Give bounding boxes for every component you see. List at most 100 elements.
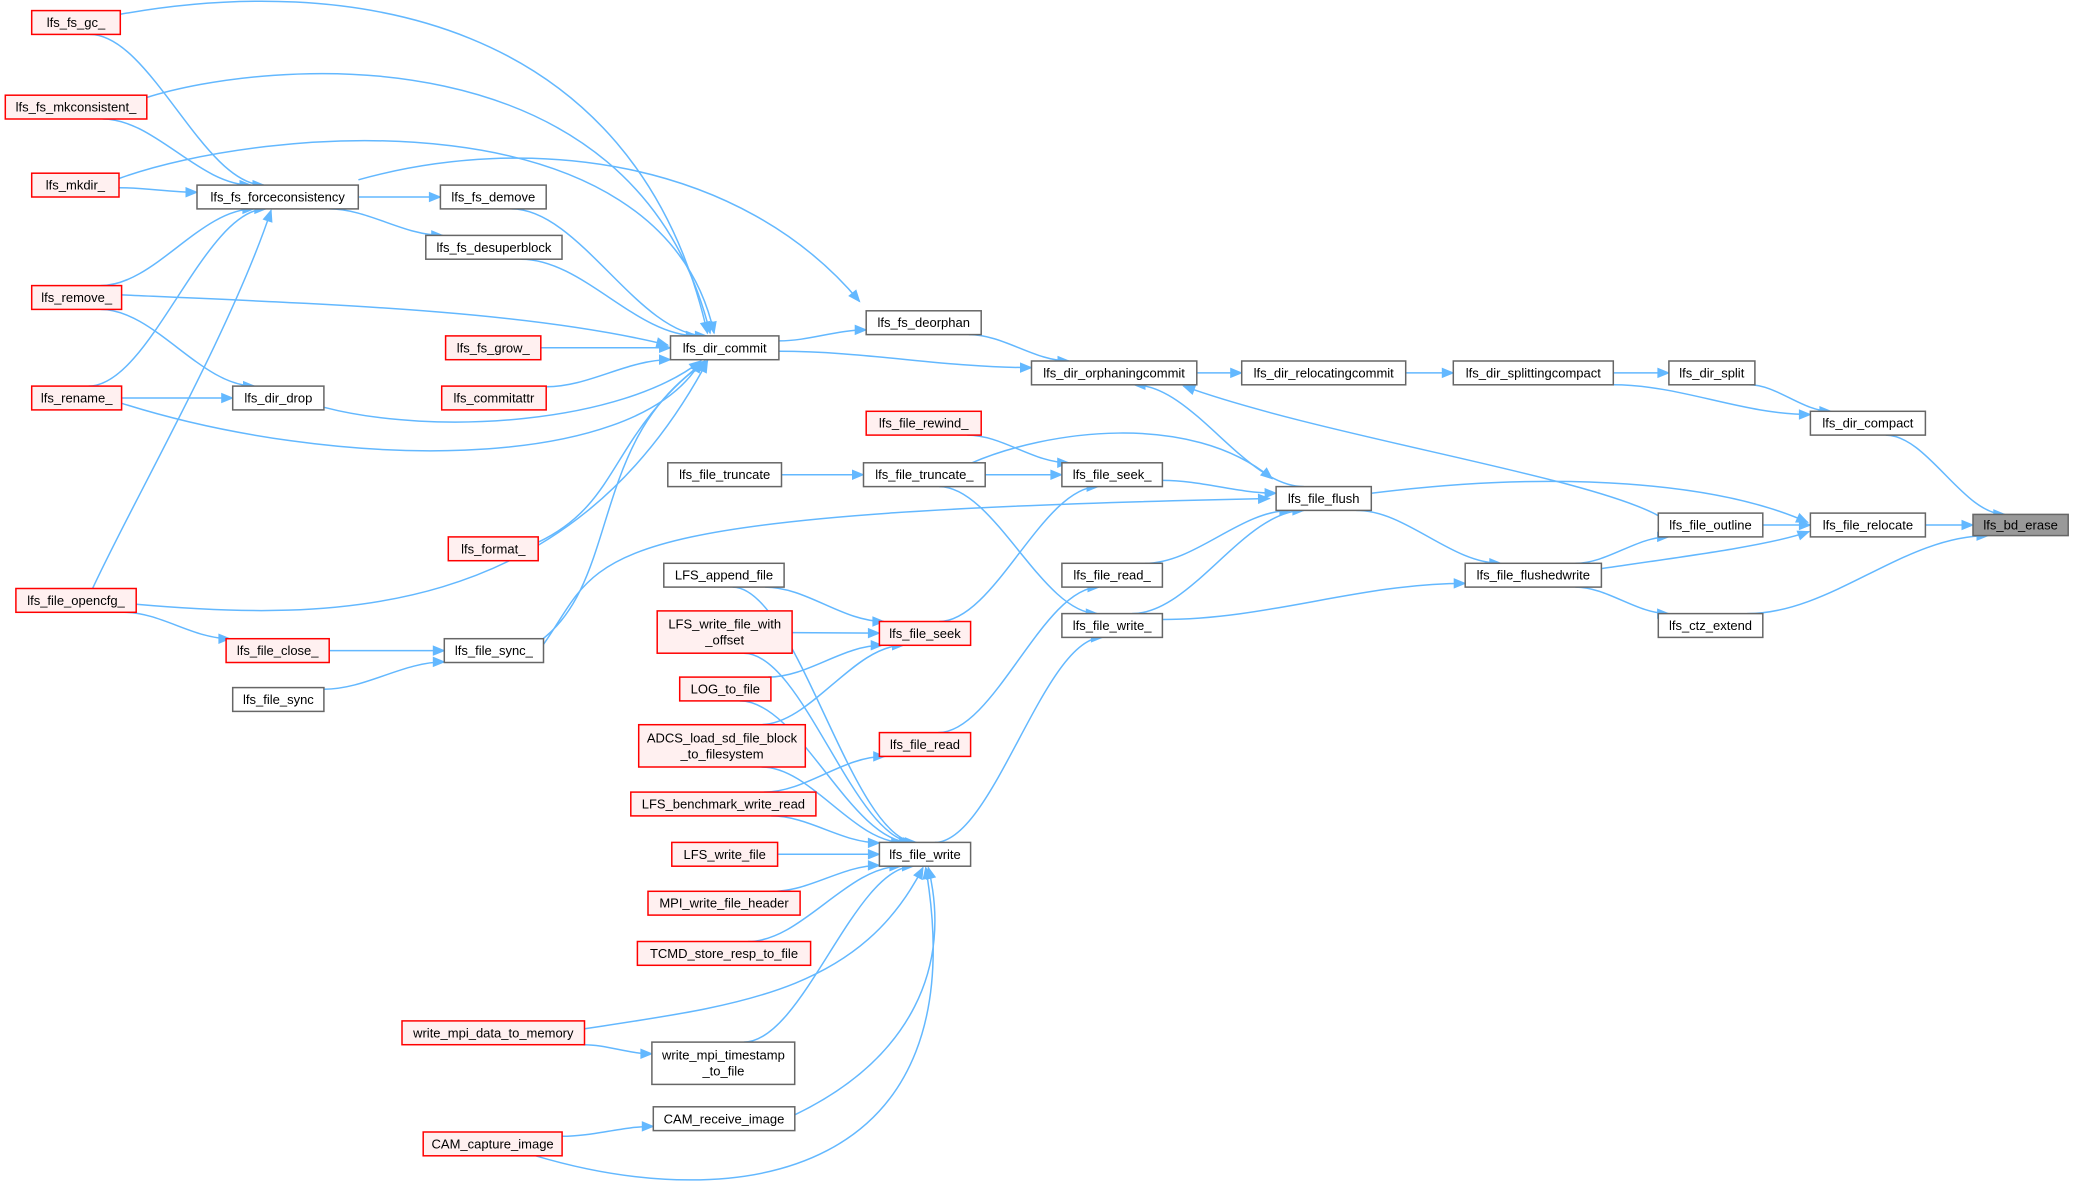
edge-lfs_dir_relocatingcommit-to-lfs_dir_splittingcompact [1405,367,1455,379]
node-lfs_file_truncate[interactable]: lfs_file_truncate [667,462,783,488]
node-lfs_file_truncate_[interactable]: lfs_file_truncate_ [862,462,986,488]
node-label: write_mpi_timestamp_to_file [661,1048,785,1079]
node-lfs_fs_grow_[interactable]: lfs_fs_grow_ [444,335,542,361]
node-TCMD_store_resp_to_file[interactable]: TCMD_store_resp_to_file [636,940,812,967]
node-lfs_fs_forceconsistency[interactable]: lfs_fs_forceconsistency [196,184,360,210]
edge-arrowhead [852,469,865,480]
node-label: LFS_append_file [675,568,773,583]
node-lfs_file_flush[interactable]: lfs_file_flush [1275,485,1373,512]
node-lfs_fs_demove[interactable]: lfs_fs_demove [439,184,547,210]
edge-lfs_dir_compact-to-lfs_bd_erase [1885,434,2007,520]
node-lfs_fs_deorphan[interactable]: lfs_fs_deorphan [865,310,982,336]
node-lfs_file_outline[interactable]: lfs_file_outline [1657,512,1764,538]
node-box [15,587,137,614]
node-label-line: lfs_fs_gc_ [47,15,106,30]
node-LOG_to_file[interactable]: LOG_to_file [678,676,772,702]
node-label: write_mpi_data_to_memory [412,1025,574,1040]
node-LFS_append_file[interactable]: LFS_append_file [663,562,785,588]
node-lfs_file_read[interactable]: lfs_file_read [878,731,972,758]
node-lfs_file_close_[interactable]: lfs_file_close_ [225,637,330,664]
node-lfs_file_sync_[interactable]: lfs_file_sync_ [443,637,545,664]
edge-arrowhead [1020,362,1033,373]
node-box [4,94,148,120]
edge-write_mpi_data_to_memory-to-lfs_file_write [584,866,924,1030]
edge-arrowhead [428,191,442,203]
edge-line [535,867,934,1181]
node-lfs_file_seek_[interactable]: lfs_file_seek_ [1061,462,1164,488]
edge-line [100,208,254,287]
node-lfs_ctz_extend[interactable]: lfs_ctz_extend [1657,612,1764,639]
node-label-line: lfs_file_flushedwrite [1477,568,1590,583]
node-write_mpi_timestamp_to_file[interactable]: write_mpi_timestamp_to_file [651,1041,796,1086]
node-box [443,637,545,664]
edge-arrowhead [872,616,886,627]
edge-line [748,865,901,943]
node-lfs_dir_orphaningcommit[interactable]: lfs_dir_orphaningcommit [1030,360,1198,386]
node-write_mpi_data_to_memory[interactable]: write_mpi_data_to_memory [401,1020,586,1046]
edge-line [118,0,709,334]
edge-line [739,700,911,844]
node-label: MPI_write_file_header [659,896,789,911]
node-label: lfs_fs_gc_ [47,15,106,30]
node-CAM_capture_image[interactable]: CAM_capture_image [422,1131,563,1157]
node-lfs_file_read_[interactable]: lfs_file_read_ [1061,562,1164,588]
node-ADCS_load_sd_file_block_to_filesystem[interactable]: ADCS_load_sd_file_block_to_filesystem [637,723,807,768]
node-lfs_fs_mkconsistent_[interactable]: lfs_fs_mkconsistent_ [4,94,148,120]
node-label: LOG_to_file [691,682,760,697]
edge-lfs_file_outline-to-lfs_file_relocate [1762,519,1812,531]
node-LFS_write_file_with_offset[interactable]: LFS_write_file_with_offset [656,610,793,654]
node-LFS_benchmark_write_read[interactable]: LFS_benchmark_write_read [630,791,817,817]
node-lfs_file_sync[interactable]: lfs_file_sync [231,686,325,713]
node-lfs_dir_relocatingcommit[interactable]: lfs_dir_relocatingcommit [1240,360,1407,386]
edge-lfs_file_flushedwrite-to-lfs_ctz_extend [1575,586,1670,619]
node-lfs_file_write[interactable]: lfs_file_write [878,841,972,867]
edge-line [121,294,668,346]
node-lfs_dir_splittingcompact[interactable]: lfs_dir_splittingcompact [1452,360,1615,386]
node-lfs_file_write_[interactable]: lfs_file_write_ [1061,612,1164,639]
node-label: CAM_receive_image [664,1111,785,1126]
node-lfs_remove_[interactable]: lfs_remove_ [30,284,123,311]
edge-line [743,865,914,1043]
edge-line [765,586,884,623]
node-label: lfs_file_outline [1669,518,1751,533]
edge-arrowhead [922,866,933,880]
node-label-line: LFS_append_file [675,568,773,583]
edge-lfs_file_flush-to-lfs_file_relocate [1371,480,1809,523]
node-box [1657,612,1764,639]
edge-line [772,864,880,893]
node-lfs_mkdir_[interactable]: lfs_mkdir_ [30,172,120,198]
node-lfs_file_relocate[interactable]: lfs_file_relocate [1809,512,1927,538]
node-label-line: lfs_fs_forceconsistency [210,190,345,205]
edge-line [1162,479,1277,494]
node-box [878,731,972,758]
node-label: lfs_dir_drop [244,391,312,406]
edge-lfs_fs_forceconsistency-to-lfs_fs_deorphan [358,157,861,303]
node-lfs_dir_split[interactable]: lfs_dir_split [1668,360,1756,386]
node-LFS_write_file[interactable]: LFS_write_file [671,841,779,867]
node-lfs_format_[interactable]: lfs_format_ [447,536,539,562]
node-lfs_file_opencfg_[interactable]: lfs_file_opencfg_ [15,587,137,614]
edge-line [1601,530,1810,570]
node-lfs_file_rewind_[interactable]: lfs_file_rewind_ [865,410,982,436]
edge-lfs_rename_-to-lfs_dir_drop [121,392,235,404]
node-lfs_dir_drop[interactable]: lfs_dir_drop [231,385,325,411]
node-label-line: lfs_remove_ [41,290,113,305]
edge-line [561,1125,654,1138]
node-label-line: LFS_write_file [684,847,766,862]
node-label: LFS_write_file_with_offset [668,617,781,648]
node-lfs_file_flushedwrite[interactable]: lfs_file_flushedwrite [1464,562,1603,588]
node-MPI_write_file_header[interactable]: MPI_write_file_header [647,890,801,916]
node-lfs_bd_erase[interactable]: lfs_bd_erase [1972,513,2069,537]
node-lfs_rename_[interactable]: lfs_rename_ [30,385,123,411]
node-lfs_dir_commit[interactable]: lfs_dir_commit [669,335,780,361]
node-lfs_fs_desuperblock[interactable]: lfs_fs_desuperblock [425,234,563,260]
node-lfs_dir_compact[interactable]: lfs_dir_compact [1809,410,1927,436]
edge-CAM_receive_image-to-lfs_file_write [794,866,937,1116]
node-CAM_receive_image[interactable]: CAM_receive_image [652,1106,796,1132]
edge-line [1133,384,1304,488]
node-box [447,536,539,562]
node-lfs_commitattr[interactable]: lfs_commitattr [440,385,547,411]
edge-line [584,867,924,1030]
node-lfs_file_seek[interactable]: lfs_file_seek [878,620,972,647]
node-lfs_fs_gc_[interactable]: lfs_fs_gc_ [30,9,122,36]
